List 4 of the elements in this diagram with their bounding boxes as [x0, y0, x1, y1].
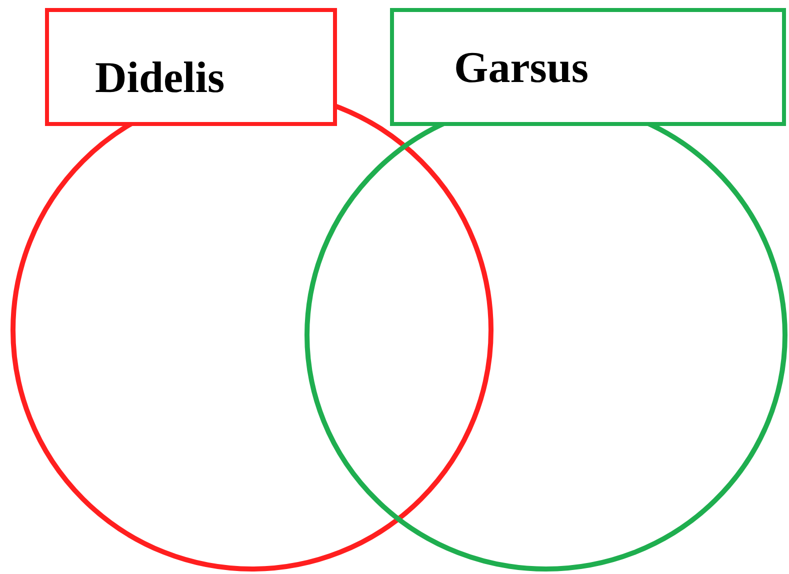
label-box	[390, 8, 786, 126]
set-label: Garsus	[454, 42, 588, 93]
set-label: Didelis	[95, 52, 225, 103]
label-box	[45, 8, 337, 126]
